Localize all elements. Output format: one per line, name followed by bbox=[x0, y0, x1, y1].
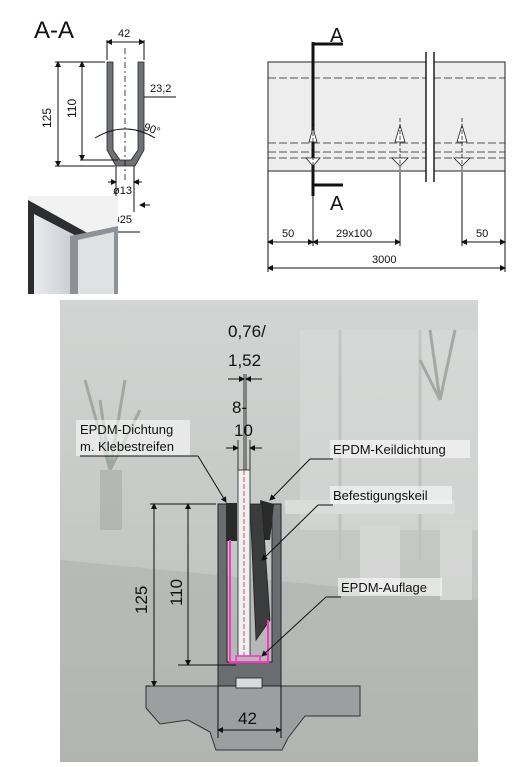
dim-height-inner: 110 bbox=[65, 99, 79, 118]
dim-angle: 90° bbox=[142, 121, 162, 138]
dim-gap-line2: 1,52 bbox=[228, 351, 261, 370]
dim-height-total: 125 bbox=[40, 108, 54, 128]
dim-height-total-detail: 125 bbox=[132, 586, 151, 614]
section-view: A-A 42 125 110 23,2 90° ø13 ø25 bbox=[28, 17, 176, 294]
section-marker-bottom: A bbox=[330, 193, 344, 215]
dim-glass-line2: 10 bbox=[234, 421, 253, 440]
dim-right-edge: 50 bbox=[476, 228, 488, 240]
label-epdm-dichtung-2: m. Klebestreifen bbox=[80, 439, 174, 454]
section-marker-top: A bbox=[330, 25, 344, 47]
label-epdm-dichtung-1: EPDM-Dichtung bbox=[80, 422, 173, 437]
dim-width-top: 42 bbox=[118, 28, 130, 40]
dim-left-edge: 50 bbox=[282, 228, 294, 240]
dim-height-inner-detail: 110 bbox=[167, 579, 186, 606]
detail-view: 0,76/ 1,52 8- 10 125 110 42 EPDM-Dichtun… bbox=[60, 300, 478, 762]
section-title: A-A bbox=[34, 17, 74, 44]
dim-base-width: 42 bbox=[238, 709, 257, 728]
dim-wedge: 23,2 bbox=[150, 83, 171, 95]
dim-pitch: 29x100 bbox=[336, 228, 372, 240]
label-epdm-auflage: EPDM-Auflage bbox=[341, 580, 427, 595]
profile-thumbnail bbox=[28, 196, 118, 294]
dim-hole-small: ø13 bbox=[113, 185, 132, 197]
dim-gap-line1: 0,76/ bbox=[228, 322, 266, 341]
dim-glass-line1: 8- bbox=[232, 398, 247, 417]
elevation-view: A A 50 29x100 50 3000 bbox=[267, 25, 506, 272]
dim-total-length: 3000 bbox=[372, 254, 396, 266]
label-epdm-keil: EPDM-Keildichtung bbox=[333, 442, 446, 457]
label-befestigungskeil: Befestigungskeil bbox=[333, 488, 428, 503]
fastener-holes bbox=[305, 118, 471, 172]
